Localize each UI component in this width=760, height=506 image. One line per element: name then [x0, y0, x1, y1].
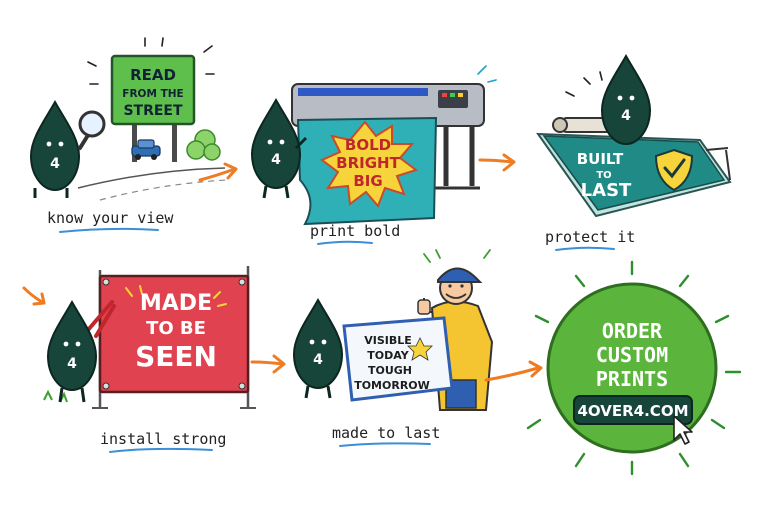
street-billboard: READ FROM THE STREET — [110, 54, 196, 126]
print-line-3: BIG — [353, 172, 382, 190]
billboard-line-2: FROM THE — [122, 88, 183, 100]
ink-drop-mascot: 4 — [30, 101, 80, 198]
drop-number: 4 — [271, 152, 281, 168]
print-line-2: BRIGHT — [336, 154, 400, 172]
step-made-to-last: VISIBLE TODAY TOUGH TOMORROW 4 made to l… — [293, 249, 494, 447]
url-button[interactable]: 4OVER4.COM — [573, 395, 693, 425]
arrow-down-right-icon — [22, 286, 46, 306]
sheet-line-3: LAST — [581, 180, 632, 201]
card-line-1: VISIBLE — [364, 334, 412, 347]
sparkle-rays — [526, 260, 742, 476]
bush-icon — [186, 129, 221, 161]
caption-install-strong: install strong — [100, 430, 226, 448]
durable-sign-card — [342, 316, 454, 402]
billboard-line-3: STREET — [123, 103, 183, 119]
caption-print-bold: print bold — [310, 222, 400, 240]
caption-know-your-view: know your view — [47, 209, 174, 227]
sheet-line-1: BUILT — [577, 150, 624, 168]
shield-check-icon — [654, 148, 694, 192]
ink-drop-mascot: 4 — [293, 299, 343, 399]
billboard-line-1: READ — [130, 66, 176, 84]
banner-line-2: TO BE — [146, 318, 206, 339]
card-line-2: TODAY — [367, 349, 409, 362]
ink-drop-mascot: 4 — [601, 55, 651, 145]
order-cta[interactable]: ORDER CUSTOM PRINTS 4OVER4.COM — [526, 260, 742, 476]
caption-made-to-last: made to last — [332, 424, 440, 442]
step-install-strong: MADE TO BE SEEN 4 install strong — [43, 266, 256, 453]
sheet-line-2: TO — [596, 170, 611, 181]
banner-line-1: MADE — [140, 291, 212, 316]
cta-line-3: PRINTS — [596, 367, 668, 391]
drop-number: 4 — [67, 356, 77, 372]
arrow-right-icon — [478, 153, 516, 172]
ink-drop-mascot: 4 — [251, 99, 308, 199]
step-know-your-view: READ FROM THE STREET 4 know your view — [30, 37, 227, 233]
car-icon — [131, 139, 161, 160]
ink-drop-mascot: 4 — [47, 301, 97, 403]
step-protect-it: BUILT TO LAST 4 protect it — [536, 55, 732, 251]
arrow-right-icon — [484, 360, 543, 382]
magnifier-icon — [78, 110, 106, 150]
laminated-sheet — [536, 132, 732, 218]
url-label: 4OVER4.COM — [577, 402, 688, 420]
arrow-right-icon — [198, 162, 238, 182]
step-print-bold: BOLD BRIGHT BIG 4 print bold — [251, 65, 497, 245]
drop-number: 4 — [313, 352, 323, 368]
drop-number: 4 — [50, 156, 60, 172]
caption-protect-it: protect it — [545, 228, 635, 246]
banner-line-3: SEEN — [135, 340, 217, 373]
vinyl-banner — [98, 274, 250, 394]
print-line-1: BOLD — [345, 136, 391, 154]
arrow-right-icon — [250, 354, 286, 374]
cta-line-2: CUSTOM — [596, 343, 668, 367]
drop-number: 4 — [621, 108, 631, 124]
card-line-3: TOUGH — [368, 364, 412, 377]
cta-line-1: ORDER — [602, 319, 663, 343]
cursor-pointer-icon — [673, 415, 693, 445]
card-line-4: TOMORROW — [354, 379, 430, 392]
pliers-icon — [86, 300, 116, 338]
